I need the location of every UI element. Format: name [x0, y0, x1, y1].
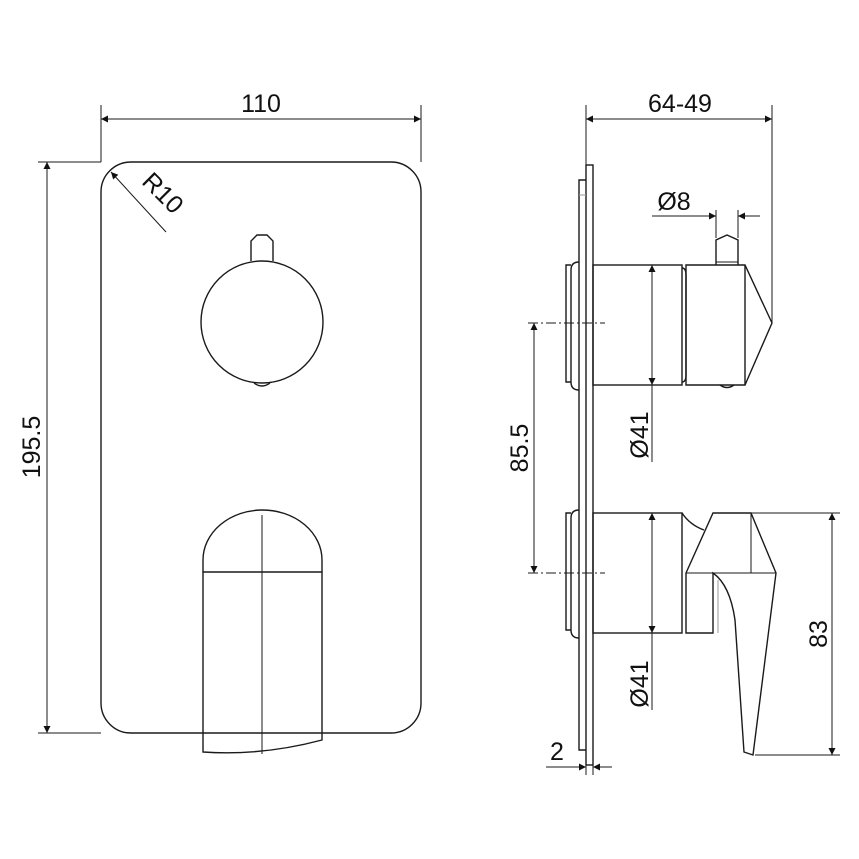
dimension-label-plate-thickness: 2	[550, 738, 564, 766]
dimension-upper-diameter: Ø41	[626, 265, 656, 462]
dimension-depth: 64-49	[585, 90, 773, 323]
side-view: 64-49 Ø8 85.5 Ø41 Ø41	[506, 90, 840, 775]
dimension-lever-height: 83	[751, 512, 840, 756]
dimension-pin-diameter: Ø8	[652, 188, 760, 238]
dimension-lower-diameter: Ø41	[626, 513, 656, 710]
dimension-label-radius: R10	[137, 167, 189, 219]
plate-side	[585, 164, 594, 766]
dimension-label-upper-diameter: Ø41	[626, 411, 654, 458]
dimension-label-axis-spacing: 85.5	[506, 424, 534, 473]
dimension-label-lower-diameter: Ø41	[626, 660, 654, 707]
dimension-height: 195.5	[18, 161, 101, 734]
lower-mixer-body	[565, 509, 777, 756]
dimension-label-pin-diameter: Ø8	[657, 188, 690, 216]
upper-diverter-body	[565, 234, 773, 391]
dimension-label-depth: 64-49	[648, 90, 712, 118]
dimension-label-height: 195.5	[18, 416, 46, 479]
dimension-label-width: 110	[241, 90, 281, 118]
dimension-corner-radius: R10	[110, 167, 189, 233]
dimension-label-lever-height: 83	[805, 620, 833, 648]
dimension-width: 110	[100, 90, 422, 162]
front-view: 110 195.5 R10	[18, 90, 422, 754]
diverter-knob	[200, 234, 324, 387]
cover-plate	[100, 161, 422, 734]
mixer-lever-front	[202, 509, 323, 754]
dimension-axis-spacing: 85.5	[506, 323, 538, 573]
dimension-plate-thickness: 2	[546, 738, 612, 775]
